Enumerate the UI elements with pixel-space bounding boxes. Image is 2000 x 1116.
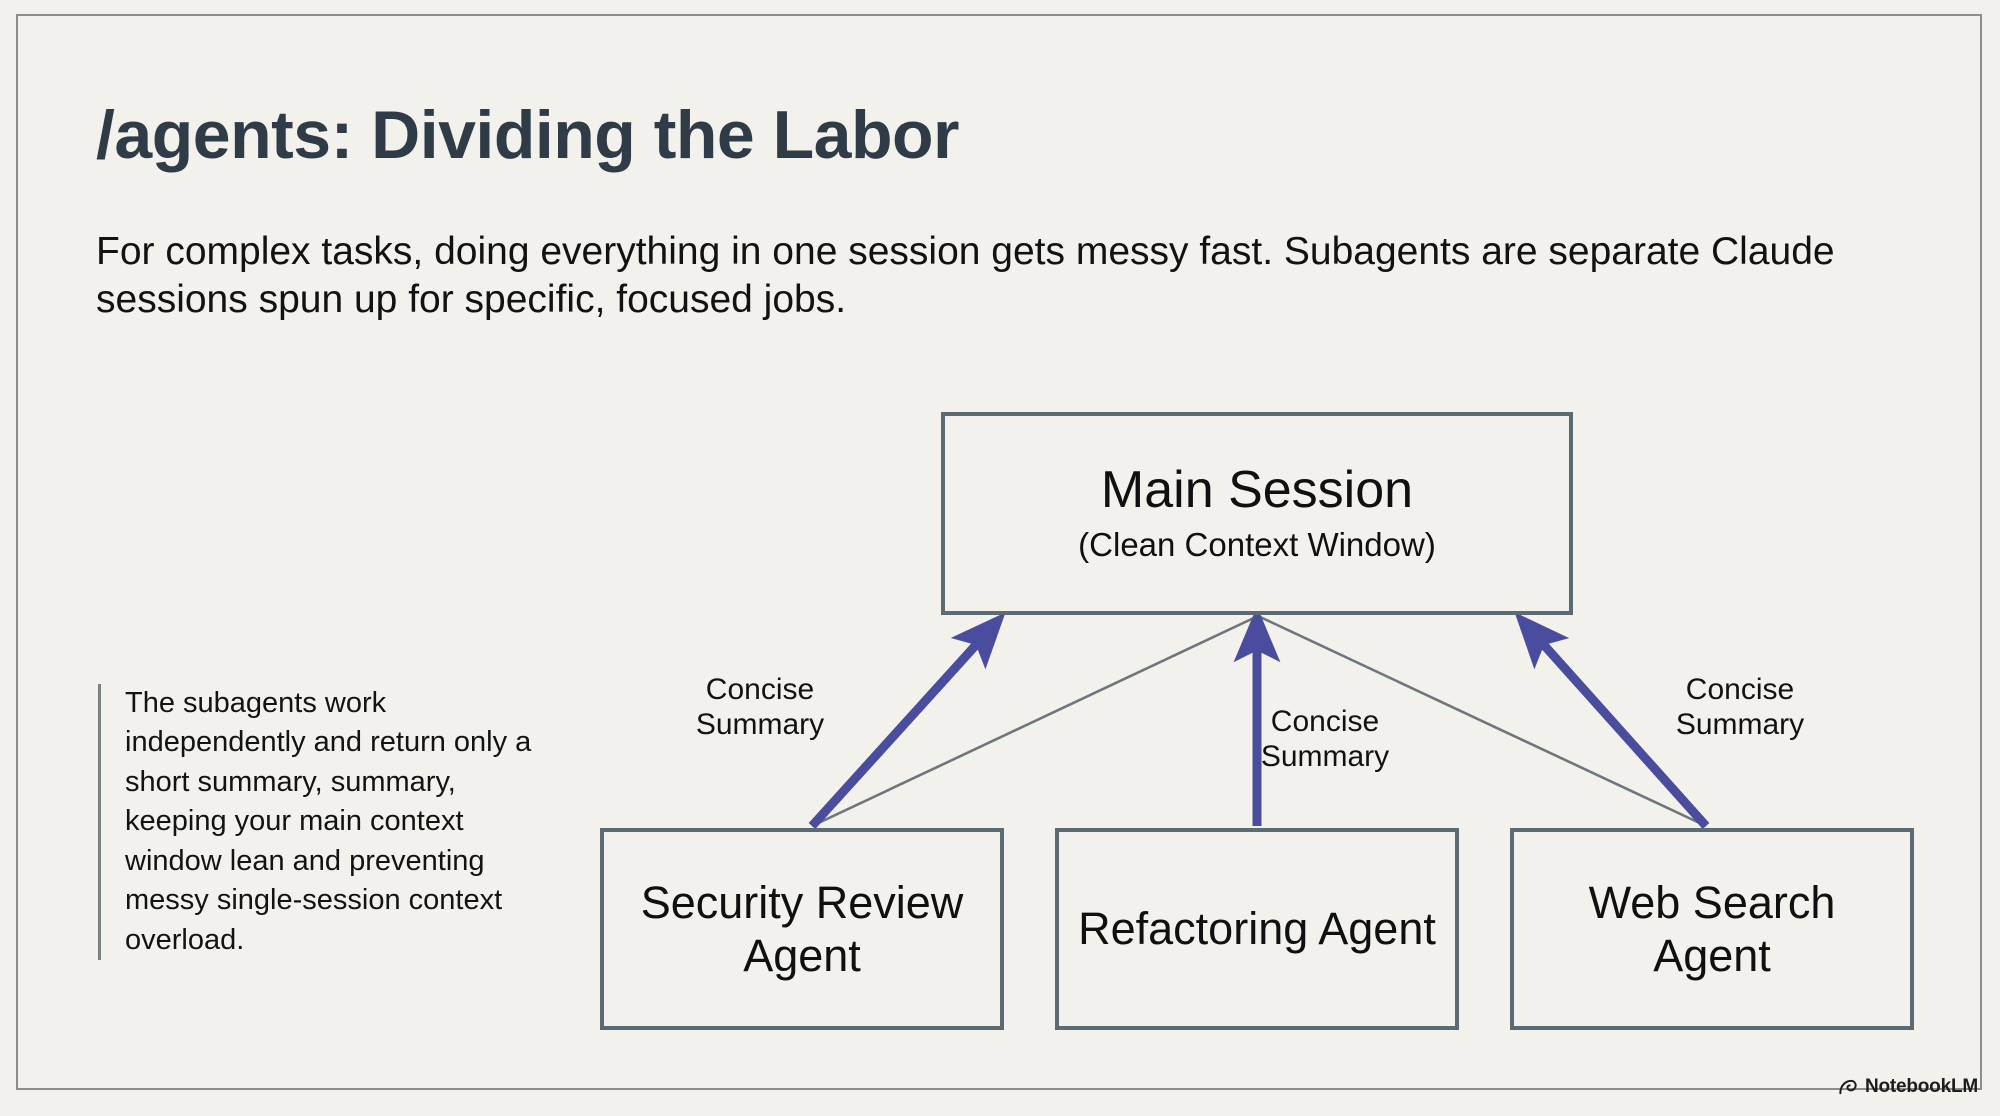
edge-label-security-summary: Concise Summary — [695, 673, 825, 742]
node-web-search-agent[interactable]: Web Search Agent — [1510, 828, 1914, 1030]
node-main-session[interactable]: Main Session (Clean Context Window) — [941, 412, 1573, 615]
node-security-review-agent[interactable]: Security Review Agent — [600, 828, 1004, 1030]
web-search-agent-label: Web Search Agent — [1588, 876, 1836, 981]
notebooklm-spiral-icon — [1838, 1078, 1857, 1097]
page-subtitle: For complex tasks, doing everything in o… — [96, 230, 1835, 321]
main-session-title: Main Session — [1100, 461, 1414, 520]
edge-label-websearch-summary: Concise Summary — [1675, 673, 1805, 742]
edge-label-refactoring-summary: Concise Summary — [1260, 705, 1390, 774]
node-refactoring-agent[interactable]: Refactoring Agent — [1055, 828, 1459, 1030]
security-review-agent-label: Security Review Agent — [640, 876, 964, 981]
main-session-subtitle: (Clean Context Window) — [1078, 525, 1436, 563]
guide-line-security — [811, 614, 1259, 828]
page-title: /agents: Dividing the Labor — [96, 97, 960, 173]
notebooklm-watermark: NotebookLM — [1838, 1076, 1978, 1098]
side-note-text: The subagents work independently and ret… — [98, 684, 550, 961]
refactoring-agent-label: Refactoring Agent — [1078, 903, 1436, 955]
notebooklm-label: NotebookLM — [1864, 1076, 1978, 1097]
